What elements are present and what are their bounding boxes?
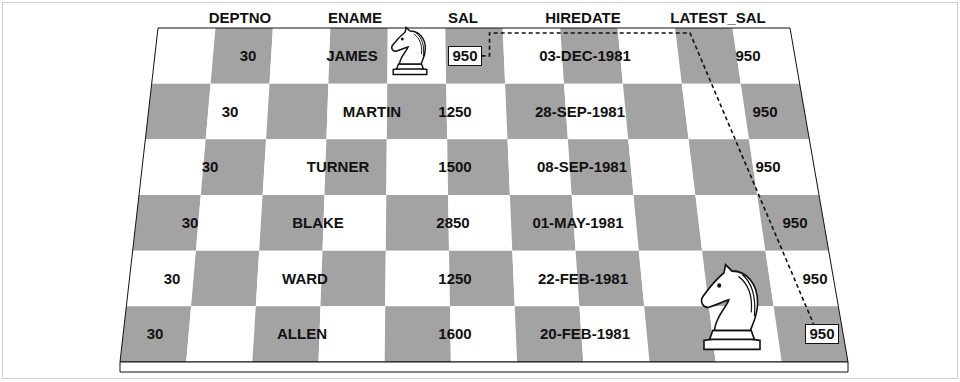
board-square (266, 84, 328, 140)
highlight-box: 950 (448, 46, 481, 67)
table-cell: 1600 (438, 326, 471, 343)
board-square (689, 139, 758, 195)
table-cell: 30 (202, 159, 219, 176)
board-square (126, 251, 196, 307)
board-square (639, 251, 709, 307)
table-cell: WARD (282, 270, 328, 287)
table-cell: 01-MAY-1981 (532, 215, 623, 232)
frame (3, 3, 958, 379)
board-square (634, 195, 703, 251)
board-square (186, 306, 256, 362)
column-header: LATEST_SAL (670, 10, 766, 27)
table-cell: 1500 (438, 159, 471, 176)
board-square (644, 306, 715, 362)
board-squares (120, 28, 848, 362)
board-square (757, 195, 829, 251)
table-cell: ALLEN (277, 326, 327, 343)
board-square (741, 84, 810, 140)
table-cell: JAMES (326, 48, 378, 65)
knight-piece (702, 265, 760, 350)
table-cell: 08-SEP-1981 (537, 159, 627, 176)
table-cell: 30 (222, 103, 239, 120)
board-square (628, 139, 695, 195)
board-square (445, 28, 505, 84)
table-cell: 950 (752, 103, 777, 120)
table-cell: 30 (164, 270, 181, 287)
board-square (623, 84, 689, 140)
table-cell: 950 (782, 215, 807, 232)
board-square (133, 195, 201, 251)
board-square (152, 28, 216, 84)
board-square (211, 28, 273, 84)
table-cell: 950 (755, 159, 780, 176)
column-header: HIREDATE (545, 10, 621, 27)
table-cell: 30 (182, 215, 199, 232)
board-base (120, 362, 848, 372)
board-square (774, 306, 848, 362)
cell-value: 950 (452, 48, 477, 65)
table-cell: 20-FEB-1981 (540, 326, 630, 343)
table-cell: 2850 (436, 215, 469, 232)
board-square (675, 28, 741, 84)
highlight-box: 950 (805, 324, 838, 345)
table-cell: 1250 (438, 270, 471, 287)
board-square (321, 251, 386, 307)
column-header: DEPTNO (209, 10, 272, 27)
table-cell: 1250 (438, 103, 471, 120)
column-header: ENAME (328, 10, 382, 27)
board-square (201, 139, 266, 195)
board-square (196, 195, 263, 251)
table-cell: BLAKE (292, 215, 344, 232)
board-square (749, 139, 819, 195)
board-square (191, 251, 259, 307)
column-header: SAL (448, 10, 478, 27)
table-cell: 28-SEP-1981 (535, 103, 625, 120)
table-cell: 30 (240, 48, 257, 65)
table-cell: 03-DEC-1981 (539, 48, 631, 65)
board-square (319, 306, 386, 362)
board-square (733, 28, 800, 84)
table-cell: 950 (735, 48, 760, 65)
board-square (387, 28, 446, 84)
board-square (270, 28, 331, 84)
cell-value: 950 (809, 326, 834, 343)
table-cell: MARTIN (343, 103, 401, 120)
board-square (145, 84, 210, 140)
knight-piece (392, 28, 427, 75)
dashed-connector (482, 33, 814, 324)
table-cell: TURNER (307, 159, 370, 176)
table-cell: 30 (147, 326, 164, 343)
board-square (120, 306, 191, 362)
table-cell: 950 (802, 270, 827, 287)
board-outline (120, 28, 848, 362)
table-cell: 22-FEB-1981 (538, 270, 628, 287)
board-square (695, 195, 765, 251)
board-square (139, 139, 206, 195)
board-square (206, 84, 270, 140)
